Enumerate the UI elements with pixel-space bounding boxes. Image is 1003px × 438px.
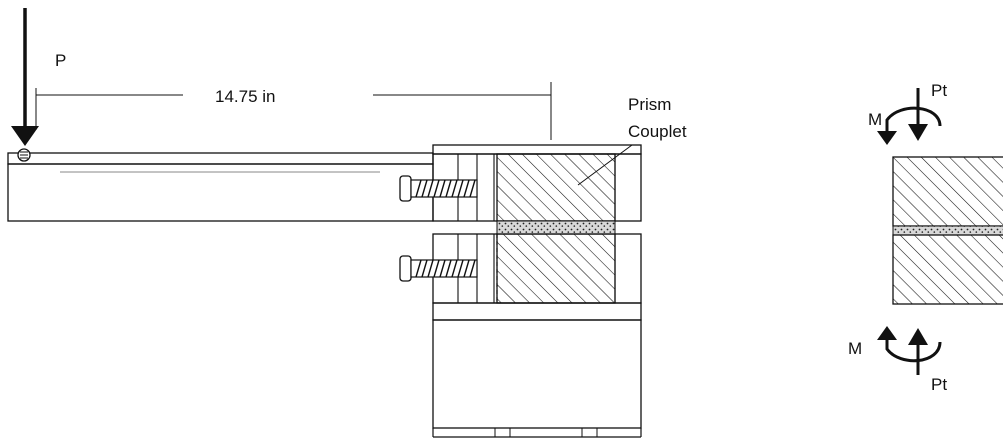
- specimen-label-line2: Couplet: [628, 122, 687, 141]
- dimension-line: [35, 82, 552, 140]
- top-force-arrow: [908, 88, 928, 141]
- base-block: [432, 302, 642, 438]
- top-force-label: Pt: [931, 81, 947, 100]
- specimen-label-line1: Prism: [628, 95, 671, 114]
- load-point-pin: [17, 148, 31, 162]
- top-moment-label: M: [868, 110, 882, 129]
- bottom-moment-label: M: [848, 339, 862, 358]
- lever-arm: [7, 152, 434, 222]
- load-label: P: [55, 51, 66, 70]
- lower-clamp-bolt: [399, 255, 478, 282]
- bottom-force-label: Pt: [931, 375, 947, 394]
- bottom-moment-arrow: [877, 326, 942, 363]
- upper-clamp-bolt: [399, 175, 478, 202]
- free-body-specimen: [892, 156, 1003, 305]
- load-arrow: [11, 8, 39, 146]
- bottom-force-arrow: [908, 328, 928, 375]
- dimension-label: 14.75 in: [215, 87, 276, 106]
- top-moment-arrow: [877, 106, 942, 145]
- prism-couplet: [496, 153, 616, 304]
